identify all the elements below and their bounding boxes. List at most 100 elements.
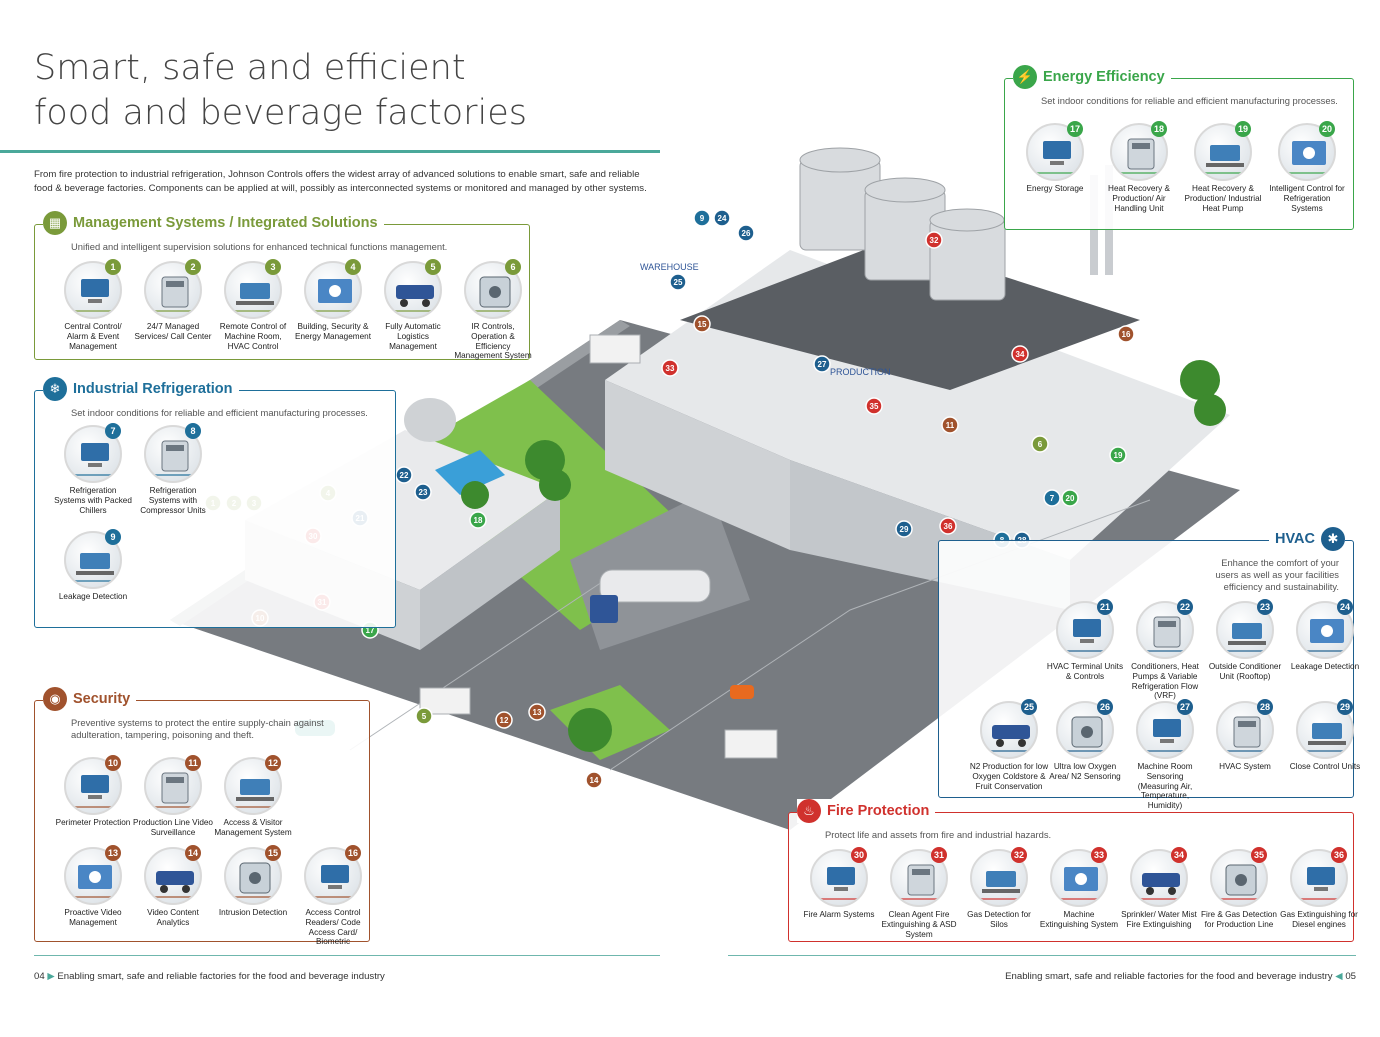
hvac-item-27-number: 27 xyxy=(1177,699,1193,715)
hvac-section-description: Enhance the comfort of your users as wel… xyxy=(1215,557,1339,592)
hvac-section-icon: ✱ xyxy=(1321,527,1345,551)
svg-text:32: 32 xyxy=(930,236,939,245)
management-item-3-label: Remote Control of Machine Room, HVAC Con… xyxy=(219,322,287,351)
refrigeration-item-9-number: 9 xyxy=(105,529,121,545)
factory-illustration: WAREHOUSE PRODUCTION 1234567891011121314… xyxy=(170,147,1240,830)
camera-icon xyxy=(144,757,202,815)
security-item-11-number: 11 xyxy=(185,755,201,771)
security-item-14-label: Video Content Analytics xyxy=(147,908,199,927)
fire-item-36-number: 36 xyxy=(1331,847,1347,863)
footer-right: Enabling smart, safe and reliable factor… xyxy=(1005,971,1356,982)
scene-marker-35: 35 xyxy=(865,397,883,415)
footer-page-number-left: 04 xyxy=(34,971,45,982)
footer-arrow-left-icon: ◀ xyxy=(1335,971,1343,982)
fire-section-icon: ♨ xyxy=(797,799,821,823)
energy-item-20-label: Intelligent Control for Refrigeration Sy… xyxy=(1269,184,1345,213)
security-item-10-number: 10 xyxy=(105,755,121,771)
scene-marker-9: 9 xyxy=(693,209,711,227)
refrigeration-item-7-number: 7 xyxy=(105,423,121,439)
refrigeration-section-title: Industrial Refrigeration xyxy=(73,381,233,397)
svg-text:18: 18 xyxy=(474,516,483,525)
scene-marker-34: 34 xyxy=(1011,345,1029,363)
hvac-item-23-label: Outside Conditioner Unit (Rooftop) xyxy=(1208,662,1282,681)
security-item-12-label: Access & Visitor Management System xyxy=(214,818,292,837)
energy-item-17-number: 17 xyxy=(1067,121,1083,137)
svg-text:19: 19 xyxy=(1114,451,1123,460)
fire-section-description: Protect life and assets from fire and in… xyxy=(825,829,1052,840)
refrigeration-section-icon: ❄ xyxy=(43,377,67,401)
scene-marker-33: 33 xyxy=(661,359,679,377)
svg-text:26: 26 xyxy=(742,229,751,238)
svg-text:27: 27 xyxy=(818,360,827,369)
refrigeration-section-description: Set indoor conditions for reliable and e… xyxy=(71,407,368,418)
refrigeration-item-8-number: 8 xyxy=(185,423,201,439)
dashboard-icon xyxy=(304,261,362,319)
hvac-item-28-label: HVAC System xyxy=(1219,762,1271,771)
security-item-16-label: Access Control Readers/ Code Access Card… xyxy=(305,908,361,947)
scene-marker-12: 12 xyxy=(495,711,513,729)
hvac-item-25-label: N2 Production for low Oxygen Coldstore &… xyxy=(969,762,1049,791)
svg-text:7: 7 xyxy=(1050,494,1055,503)
svg-text:29: 29 xyxy=(900,525,909,534)
security-section-title: Security xyxy=(73,691,131,707)
scene-marker-19: 19 xyxy=(1109,446,1127,464)
management-item-2-label: 24/7 Managed Services/ Call Center xyxy=(134,322,212,341)
fire-item-34-label: Sprinkler/ Water Mist Fire Extinguishing xyxy=(1121,910,1197,929)
scene-marker-6: 6 xyxy=(1031,435,1049,453)
svg-text:17: 17 xyxy=(366,626,375,635)
title-rule xyxy=(0,150,660,153)
scene-marker-27: 27 xyxy=(813,355,831,373)
security-item-15-number: 15 xyxy=(265,845,281,861)
security-section-icon: ◉ xyxy=(43,687,67,711)
scene-marker-26: 26 xyxy=(737,224,755,242)
svg-text:11: 11 xyxy=(946,421,955,430)
security-item-15-label: Intrusion Detection xyxy=(218,908,288,917)
hvac-item-24-number: 24 xyxy=(1337,599,1353,615)
svg-text:15: 15 xyxy=(698,320,707,329)
svg-text:14: 14 xyxy=(590,776,599,785)
footer-text-left: Enabling smart, safe and reliable factor… xyxy=(57,971,385,982)
security-item-16-number: 16 xyxy=(345,845,361,861)
management-item-6-number: 6 xyxy=(505,259,521,275)
management-item-4-number: 4 xyxy=(345,259,361,275)
scene-marker-14: 14 xyxy=(585,771,603,789)
management-panel: ▦ Management Systems / Integrated Solutio… xyxy=(34,211,532,360)
fire-item-33-number: 33 xyxy=(1091,847,1107,863)
hvac-item-26-label: Ultra low Oxygen Area/ N2 Sensoring xyxy=(1049,762,1121,781)
hvac-item-21-number: 21 xyxy=(1097,599,1113,615)
management-section-icon: ▦ xyxy=(43,211,67,235)
svg-text:6: 6 xyxy=(1038,440,1043,449)
footer-arrow-right-icon: ▶ xyxy=(47,971,55,982)
management-item-5-label: Fully Automatic Logistics Management xyxy=(385,322,441,351)
svg-text:13: 13 xyxy=(533,708,542,717)
energy-item-20-number: 20 xyxy=(1319,121,1335,137)
scene-marker-25: 25 xyxy=(669,273,687,291)
svg-text:23: 23 xyxy=(419,488,428,497)
svg-text:34: 34 xyxy=(1016,350,1025,359)
energy-section-title: Energy Efficiency xyxy=(1043,69,1165,85)
scene-marker-18: 18 xyxy=(469,511,487,529)
scene-marker-7: 7 xyxy=(1043,489,1061,507)
production-sign: PRODUCTION xyxy=(830,367,891,377)
energy-section-icon: ⚡ xyxy=(1013,65,1037,89)
management-section-title: Management Systems / Integrated Solution… xyxy=(73,215,378,231)
energy-item-18-number: 18 xyxy=(1151,121,1167,137)
hvac-item-22-number: 22 xyxy=(1177,599,1193,615)
